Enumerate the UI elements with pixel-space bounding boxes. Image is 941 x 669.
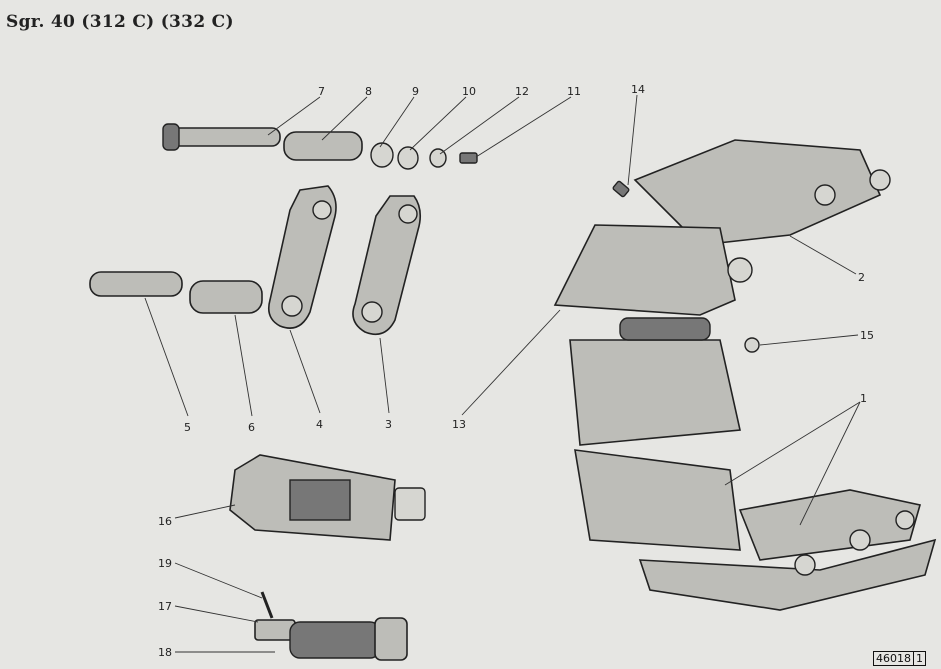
callout-9: 9 (412, 85, 419, 98)
callout-13: 13 (452, 418, 466, 431)
callout-4: 4 (316, 418, 323, 431)
link-plate-3 (352, 195, 422, 336)
callout-11: 11 (567, 85, 581, 98)
drawing-sheet: 1 (913, 652, 925, 665)
washer-10 (397, 146, 419, 170)
callout-6: 6 (248, 421, 255, 434)
callout-17: 17 (158, 600, 172, 613)
callout-14: 14 (631, 83, 645, 96)
callout-3: 3 (385, 418, 392, 431)
callout-12: 12 (515, 85, 529, 98)
track-assembly (553, 139, 937, 611)
bushing-8 (283, 131, 363, 161)
sheet-title: Sgr. 40 (312 C) (332 C) (6, 12, 234, 32)
leader-lines (144, 94, 861, 653)
bolt-14 (612, 180, 630, 198)
link-plate-4 (267, 185, 337, 329)
callout-1: 1 (860, 392, 867, 405)
callout-5: 5 (184, 421, 191, 434)
callout-2: 2 (858, 271, 865, 284)
callout-8: 8 (365, 85, 372, 98)
nut-15 (744, 337, 760, 353)
callout-16: 16 (158, 515, 172, 528)
callout-15: 15 (860, 329, 874, 342)
callout-10: 10 (462, 85, 476, 98)
drawing-number: 46018 (876, 652, 911, 665)
pin-5 (89, 271, 183, 297)
bushing-6 (189, 280, 263, 314)
washer-9 (370, 142, 394, 168)
callout-7: 7 (318, 85, 325, 98)
track-tensioner-16 (229, 454, 426, 541)
pin-7 (162, 123, 281, 151)
drawing-number-stamp: 46018 1 (873, 651, 926, 666)
spring-pin-assembly (254, 591, 408, 661)
washer-12 (429, 148, 447, 168)
bolt-11 (459, 152, 478, 164)
callout-19: 19 (158, 557, 172, 570)
callout-18: 18 (158, 646, 172, 659)
